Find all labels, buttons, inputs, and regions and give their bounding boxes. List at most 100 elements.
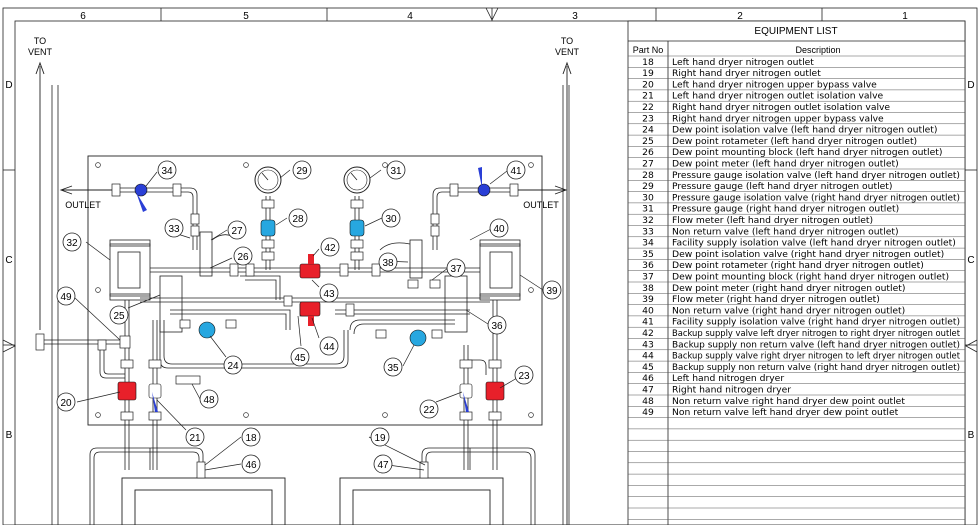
svg-text:46: 46	[245, 460, 257, 471]
svg-text:43: 43	[323, 289, 335, 300]
svg-text:20: 20	[60, 398, 72, 409]
part-number-cell: 20	[642, 79, 654, 90]
balloon-42: 42	[320, 237, 340, 257]
description-cell: Backup supply non return valve (left han…	[672, 339, 960, 350]
balloon-36: 36	[487, 315, 507, 335]
zone-letter-b-right: B	[968, 430, 975, 441]
balloons: 18 19 20 21 22 23 24 25 26 27 28 29 30 3…	[56, 160, 562, 474]
fittings	[35, 183, 519, 479]
svg-text:28: 28	[292, 214, 304, 225]
description-cell: Dew point meter (left hand dryer nitroge…	[672, 159, 899, 170]
to-vent-left-line2: VENT	[28, 47, 53, 57]
svg-text:33: 33	[168, 224, 180, 235]
svg-text:26: 26	[237, 252, 249, 263]
zone-letter-d-right: D	[967, 80, 974, 91]
balloon-26: 26	[233, 246, 253, 266]
valve-24	[198, 321, 216, 339]
zone-number-1: 1	[902, 11, 908, 22]
valve-20	[117, 381, 137, 401]
description-cell: Left hand dryer nitrogen outlet isolatio…	[672, 91, 884, 102]
svg-text:30: 30	[385, 214, 397, 225]
part-number-cell: 26	[642, 147, 654, 158]
panel-holes	[95, 162, 534, 418]
table-row: 28 Pressure gauge isolation valve (left h…	[642, 170, 960, 181]
svg-text:32: 32	[66, 238, 78, 249]
description-cell: Pressure gauge isolation valve (left han…	[672, 170, 960, 181]
valve-34-body	[134, 183, 148, 197]
description-cell: Right hand dryer nitrogen outlet	[672, 68, 821, 79]
svg-text:34: 34	[161, 166, 173, 177]
zone-number-5: 5	[243, 11, 249, 22]
description-cell: Flow meter (right hand dryer nitrogen ou…	[672, 294, 880, 305]
part-number-cell: 45	[642, 362, 654, 373]
balloon-44: 44	[319, 336, 339, 356]
description-cell: Dew point rotameter (right hand dryer ni…	[672, 260, 924, 271]
part-number-cell: 34	[642, 238, 654, 249]
part-number-cell: 30	[642, 192, 654, 203]
table-row: 27 Dew point meter (left hand dryer nitro…	[642, 159, 899, 170]
balloon-24: 24	[223, 355, 243, 375]
description-cell: Non return valve (left hand dryer nitrog…	[672, 226, 899, 237]
outlet-arrow-right-head	[554, 185, 568, 195]
part-number-cell: 27	[642, 159, 654, 170]
svg-text:27: 27	[231, 226, 243, 237]
outlet-label-right: OUTLET	[523, 200, 559, 210]
outlet-label-left: OUTLET	[65, 200, 101, 210]
balloon-37: 37	[446, 258, 466, 278]
table-row: 18 Left hand dryer nitrogen outlet	[642, 57, 814, 68]
svg-text:24: 24	[227, 361, 239, 372]
balloon-20: 20	[56, 392, 76, 412]
part-number-cell: 33	[642, 226, 654, 237]
balloon-29: 29	[292, 160, 312, 180]
balloon-28: 28	[288, 208, 308, 228]
part-number-cell: 25	[642, 136, 654, 147]
zone-number-3: 3	[572, 11, 578, 22]
leader-lines	[74, 169, 544, 471]
svg-text:40: 40	[493, 224, 505, 235]
valve-21-handle	[152, 392, 158, 412]
balloon-30: 30	[381, 208, 401, 228]
part-number-cell: 47	[642, 385, 654, 396]
description-cell: Dew point rotameter (left hand dryer nit…	[672, 136, 917, 147]
frame-rails	[51, 85, 570, 525]
table-row: 21 Left hand dryer nitrogen outlet isolat…	[642, 91, 883, 102]
part-number-cell: 49	[642, 407, 654, 418]
piping-network	[40, 187, 536, 525]
description-cell: Left hand dryer nitrogen outlet	[672, 57, 814, 68]
to-vent-right-line2: VENT	[555, 47, 580, 57]
part-number-cell: 18	[642, 57, 654, 68]
zone-number-4: 4	[407, 11, 413, 22]
outlet-arrow-left-head	[59, 185, 73, 195]
part-number-cell: 41	[642, 317, 654, 328]
zone-letter-d-left: D	[5, 80, 12, 91]
part-number-cell: 28	[642, 170, 654, 181]
balloon-38: 38	[378, 252, 398, 272]
dryers	[121, 477, 504, 525]
part-number-cell: 32	[642, 215, 654, 226]
valve-30	[349, 219, 365, 237]
description-cell: Dew point isolation valve (left hand dry…	[672, 125, 937, 136]
svg-text:23: 23	[518, 371, 530, 382]
table-row: 25 Dew point rotameter (left hand dryer n…	[642, 136, 917, 147]
balloon-48: 48	[199, 389, 219, 409]
to-vent-right-line1: TO	[561, 36, 573, 46]
part-number-cell: 21	[642, 91, 654, 102]
svg-text:41: 41	[510, 166, 522, 177]
zone-letter-c-right: C	[967, 255, 974, 266]
balloon-27: 27	[227, 220, 247, 240]
centre-mark-top	[485, 7, 499, 21]
part-number-cell: 31	[642, 204, 654, 215]
balloon-22: 22	[419, 399, 439, 419]
part-number-cell: 23	[642, 113, 654, 124]
valve-44-stem	[308, 316, 314, 326]
